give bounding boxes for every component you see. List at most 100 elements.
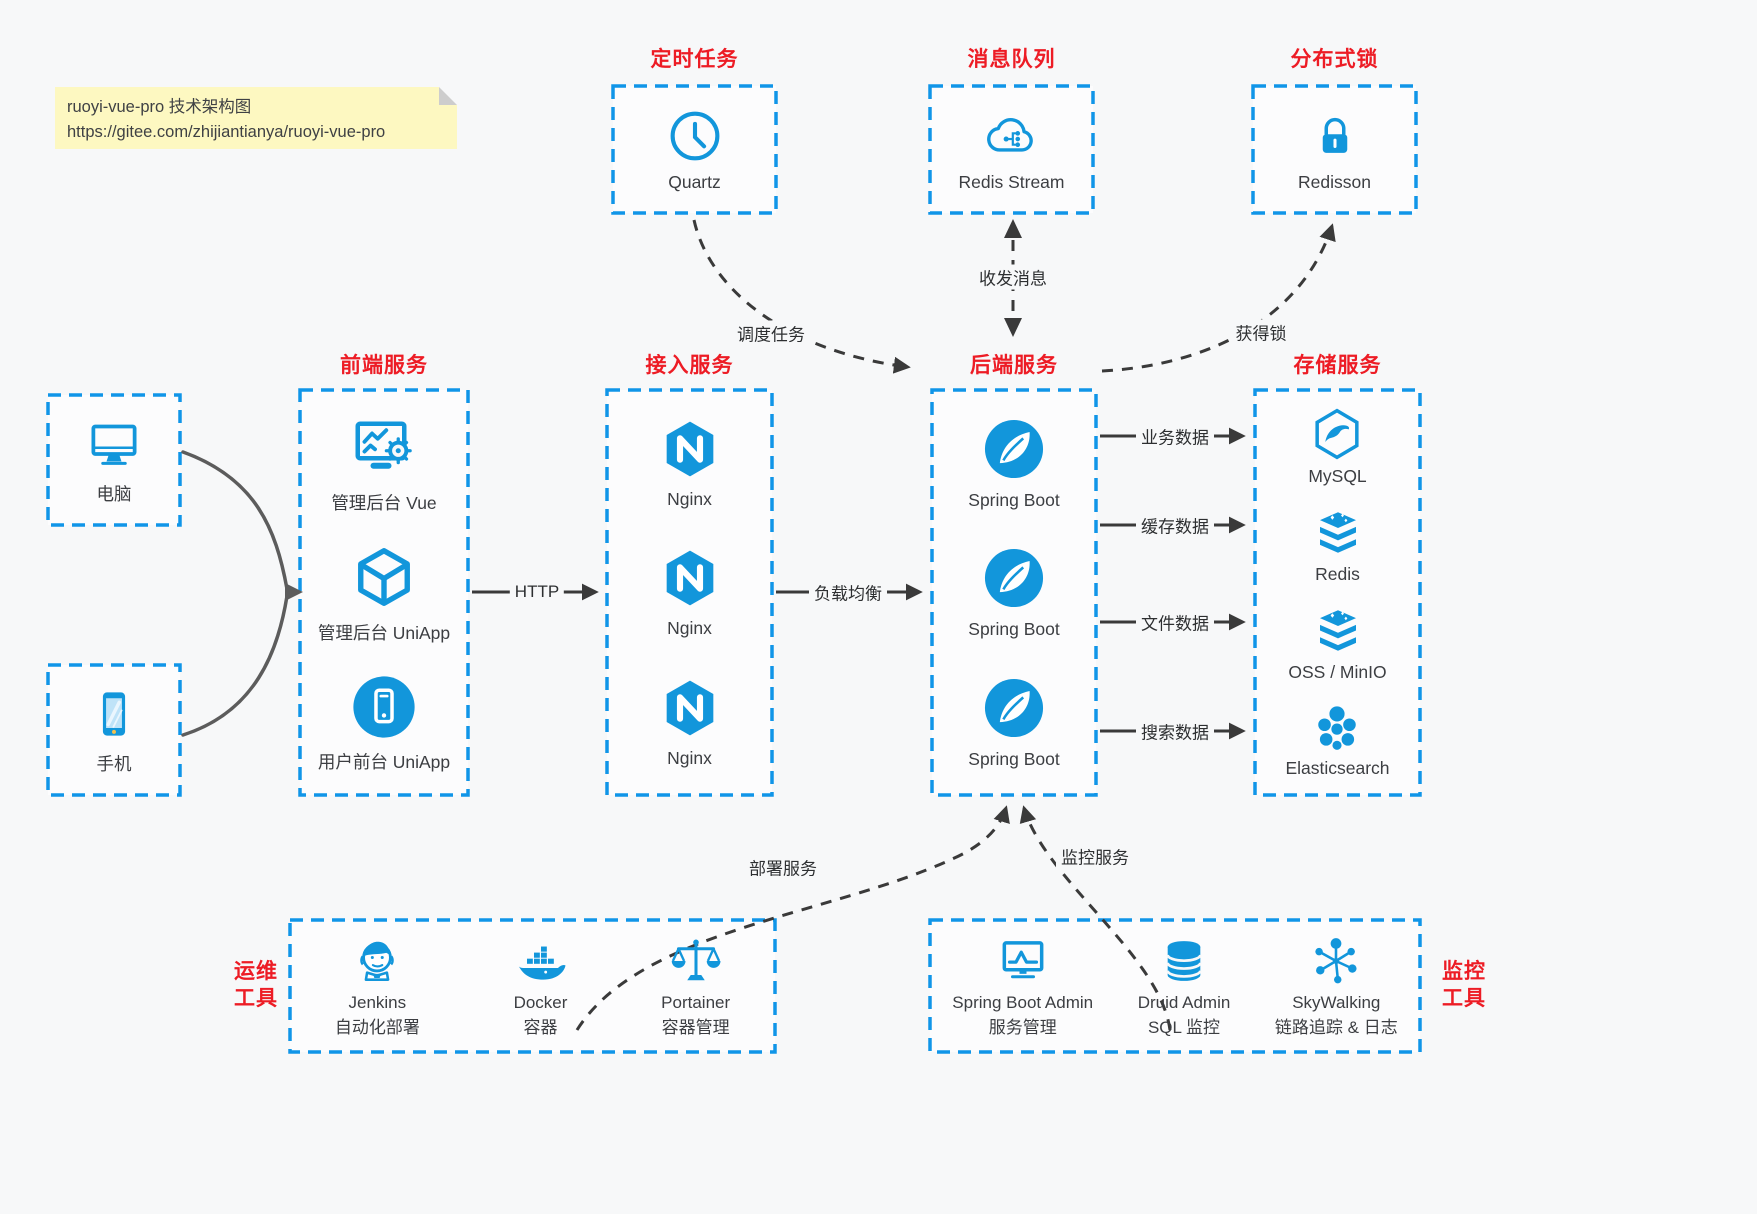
edge-label-lock: 获得锁: [1230, 319, 1292, 345]
node-spring-boot-admin: Spring Boot Admin 服务管理: [952, 933, 1093, 1039]
spring-boot-icon: [984, 419, 1044, 478]
user-app-icon: [353, 676, 415, 738]
node-label: Spring Boot: [968, 749, 1060, 770]
group-frontend: 管理后台 Vue 管理后台 UniApp 用户前台 UniApp: [300, 390, 468, 795]
title-monitoring: 监控 工具: [1442, 960, 1486, 1011]
node-quartz: Quartz: [666, 107, 724, 193]
tool-desc: 服务管理: [988, 1018, 1057, 1037]
node-label: Redis: [1315, 563, 1360, 584]
edge-label-file: 文件数据: [1136, 609, 1214, 635]
tool-name: Portainer: [661, 992, 731, 1012]
title-frontend: 前端服务: [340, 354, 428, 377]
tool-name: Jenkins: [348, 992, 407, 1012]
node-pc: 电脑: [82, 414, 146, 506]
node-springboot-2: Spring Boot: [968, 544, 1060, 640]
node-label: 管理后台 UniApp: [317, 623, 451, 644]
trace-network-icon: [1315, 938, 1357, 984]
title-gateway: 接入服务: [645, 354, 734, 377]
admin-vue-icon: [355, 421, 412, 469]
node-label: MySQL: [1308, 465, 1367, 486]
tool-desc: SQL 监控: [1147, 1018, 1221, 1037]
group-monitoring: Spring Boot Admin 服务管理 Druid Admin SQL 监…: [930, 920, 1420, 1052]
edge-schedule-curve: [692, 219, 911, 374]
node-jenkins: Jenkins 自动化部署: [335, 933, 420, 1039]
uniapp-cube-icon: [358, 548, 410, 607]
edge-label-deploy: 部署服务: [744, 854, 822, 880]
admin-monitor-icon: [1002, 941, 1044, 979]
node-label: Nginx: [667, 488, 712, 509]
node-mysql: MySQL: [1308, 406, 1367, 487]
group-scheduler: Quartz: [613, 86, 776, 213]
group-gateway: Nginx Nginx Nginx: [607, 390, 772, 795]
edge-label-schedule: 调度任务: [732, 320, 810, 346]
node-springboot-3: Spring Boot: [968, 674, 1060, 770]
node-redisson: Redisson: [1298, 107, 1371, 193]
title-scheduler: 定时任务: [650, 48, 739, 71]
node-portainer: Portainer 容器管理: [661, 933, 730, 1039]
cloud-queue-icon: [987, 117, 1034, 152]
message-arrowheads: [1004, 219, 1022, 337]
redis-stack-icon: [1319, 512, 1356, 553]
node-label: Nginx: [667, 618, 712, 639]
node-user-uniapp: 用户前台 UniApp: [318, 672, 450, 774]
note-url: https://gitee.com/zhijiantianya/ruoyi-vu…: [67, 122, 386, 141]
group-storage: MySQL Redis: [1255, 390, 1420, 795]
edge-label-business: 业务数据: [1136, 423, 1214, 449]
node-oss-minio: OSS / MinIO: [1288, 604, 1387, 683]
sticky-note: ruoyi-vue-pro 技术架构图 https://gitee.com/zh…: [55, 87, 457, 149]
node-skywalking: SkyWalking 链路追踪 & 日志: [1275, 933, 1398, 1039]
edge-label-message: 收发消息: [974, 264, 1052, 290]
jenkins-icon: [360, 941, 395, 981]
node-label: Nginx: [667, 748, 712, 769]
box-redis-stream: [928, 84, 1095, 215]
tool-desc: 链路追踪 & 日志: [1274, 1018, 1398, 1037]
group-backend: Spring Boot Spring Boot Spring Boot: [932, 390, 1096, 795]
note-title: ruoyi-vue-pro 技术架构图: [67, 98, 252, 116]
phone-icon: [102, 692, 126, 736]
node-redis: Redis: [1308, 506, 1368, 585]
client-arrows: [181, 450, 303, 737]
group-pc: 电脑: [48, 395, 180, 525]
node-springboot-1: Spring Boot: [968, 415, 1060, 511]
tool-desc: 容器管理: [661, 1018, 730, 1037]
tool-name: Docker: [513, 992, 568, 1012]
node-label: Spring Boot: [968, 619, 1060, 640]
elasticsearch-icon: [1318, 706, 1357, 751]
oss-stack-icon: [1319, 610, 1356, 651]
node-label: OSS / MinIO: [1288, 662, 1387, 683]
nginx-icon: [666, 680, 713, 736]
edge-monitor-curve: [1019, 805, 1172, 1031]
node-nginx-1: Nginx: [658, 416, 722, 510]
node-elasticsearch: Elasticsearch: [1285, 702, 1390, 779]
title-ops: 运维 工具: [234, 960, 278, 1011]
node-label: Spring Boot: [968, 489, 1060, 510]
nginx-icon: [666, 551, 713, 606]
node-docker: Docker 容器: [510, 933, 572, 1039]
tool-name: Druid Admin: [1137, 992, 1231, 1012]
edge-label-monitor: 监控服务: [1056, 843, 1134, 869]
title-mq: 消息队列: [967, 48, 1056, 71]
tool-name: SkyWalking: [1292, 992, 1381, 1012]
tool-name: Spring Boot Admin: [952, 992, 1094, 1012]
edge-label-cache: 缓存数据: [1136, 512, 1214, 538]
edge-deploy-curve: [575, 805, 1010, 1031]
tool-desc: 容器: [523, 1018, 558, 1037]
title-lock: 分布式锁: [1290, 48, 1379, 71]
node-redis-stream: Redis Stream: [958, 107, 1065, 193]
node-admin-uniapp: 管理后台 UniApp: [318, 541, 450, 645]
database-icon: [1166, 940, 1202, 981]
edge-label-http: HTTP: [509, 582, 565, 602]
nginx-icon: [666, 421, 713, 477]
clock-icon: [670, 111, 719, 160]
node-label: Elasticsearch: [1285, 758, 1390, 779]
tool-desc: 自动化部署: [334, 1018, 420, 1037]
title-storage: 存储服务: [1293, 354, 1382, 377]
node-nginx-2: Nginx: [658, 545, 722, 639]
portainer-scales-icon: [671, 939, 721, 981]
mysql-icon: [1315, 408, 1360, 459]
node-label: 电脑: [96, 484, 132, 504]
node-label: Quartz: [668, 171, 721, 192]
edge-label-load-balance: 负载均衡: [809, 579, 887, 605]
node-label: 手机: [96, 754, 132, 774]
node-nginx-3: Nginx: [658, 675, 722, 769]
